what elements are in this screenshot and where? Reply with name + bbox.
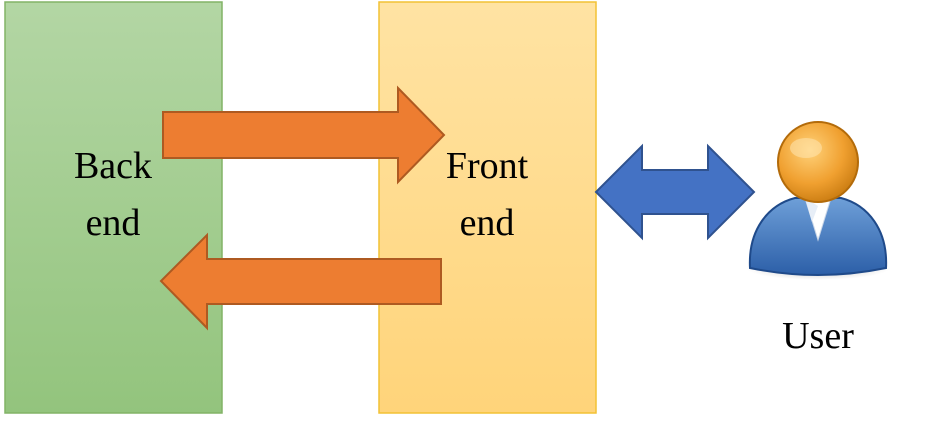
user-label: User <box>782 315 854 357</box>
backend-box <box>4 1 223 414</box>
arrow-frontend-user <box>594 143 756 241</box>
frontend-label-line2: end <box>460 202 515 244</box>
arrow-frontend-to-backend <box>159 232 442 331</box>
backend-label-line2: end <box>86 202 141 244</box>
backend-label-line1: Back <box>74 145 152 187</box>
user-icon <box>746 121 890 280</box>
frontend-label-line1: Front <box>446 145 529 187</box>
frontend-box <box>378 1 597 414</box>
arrow-backend-to-frontend <box>162 85 446 185</box>
